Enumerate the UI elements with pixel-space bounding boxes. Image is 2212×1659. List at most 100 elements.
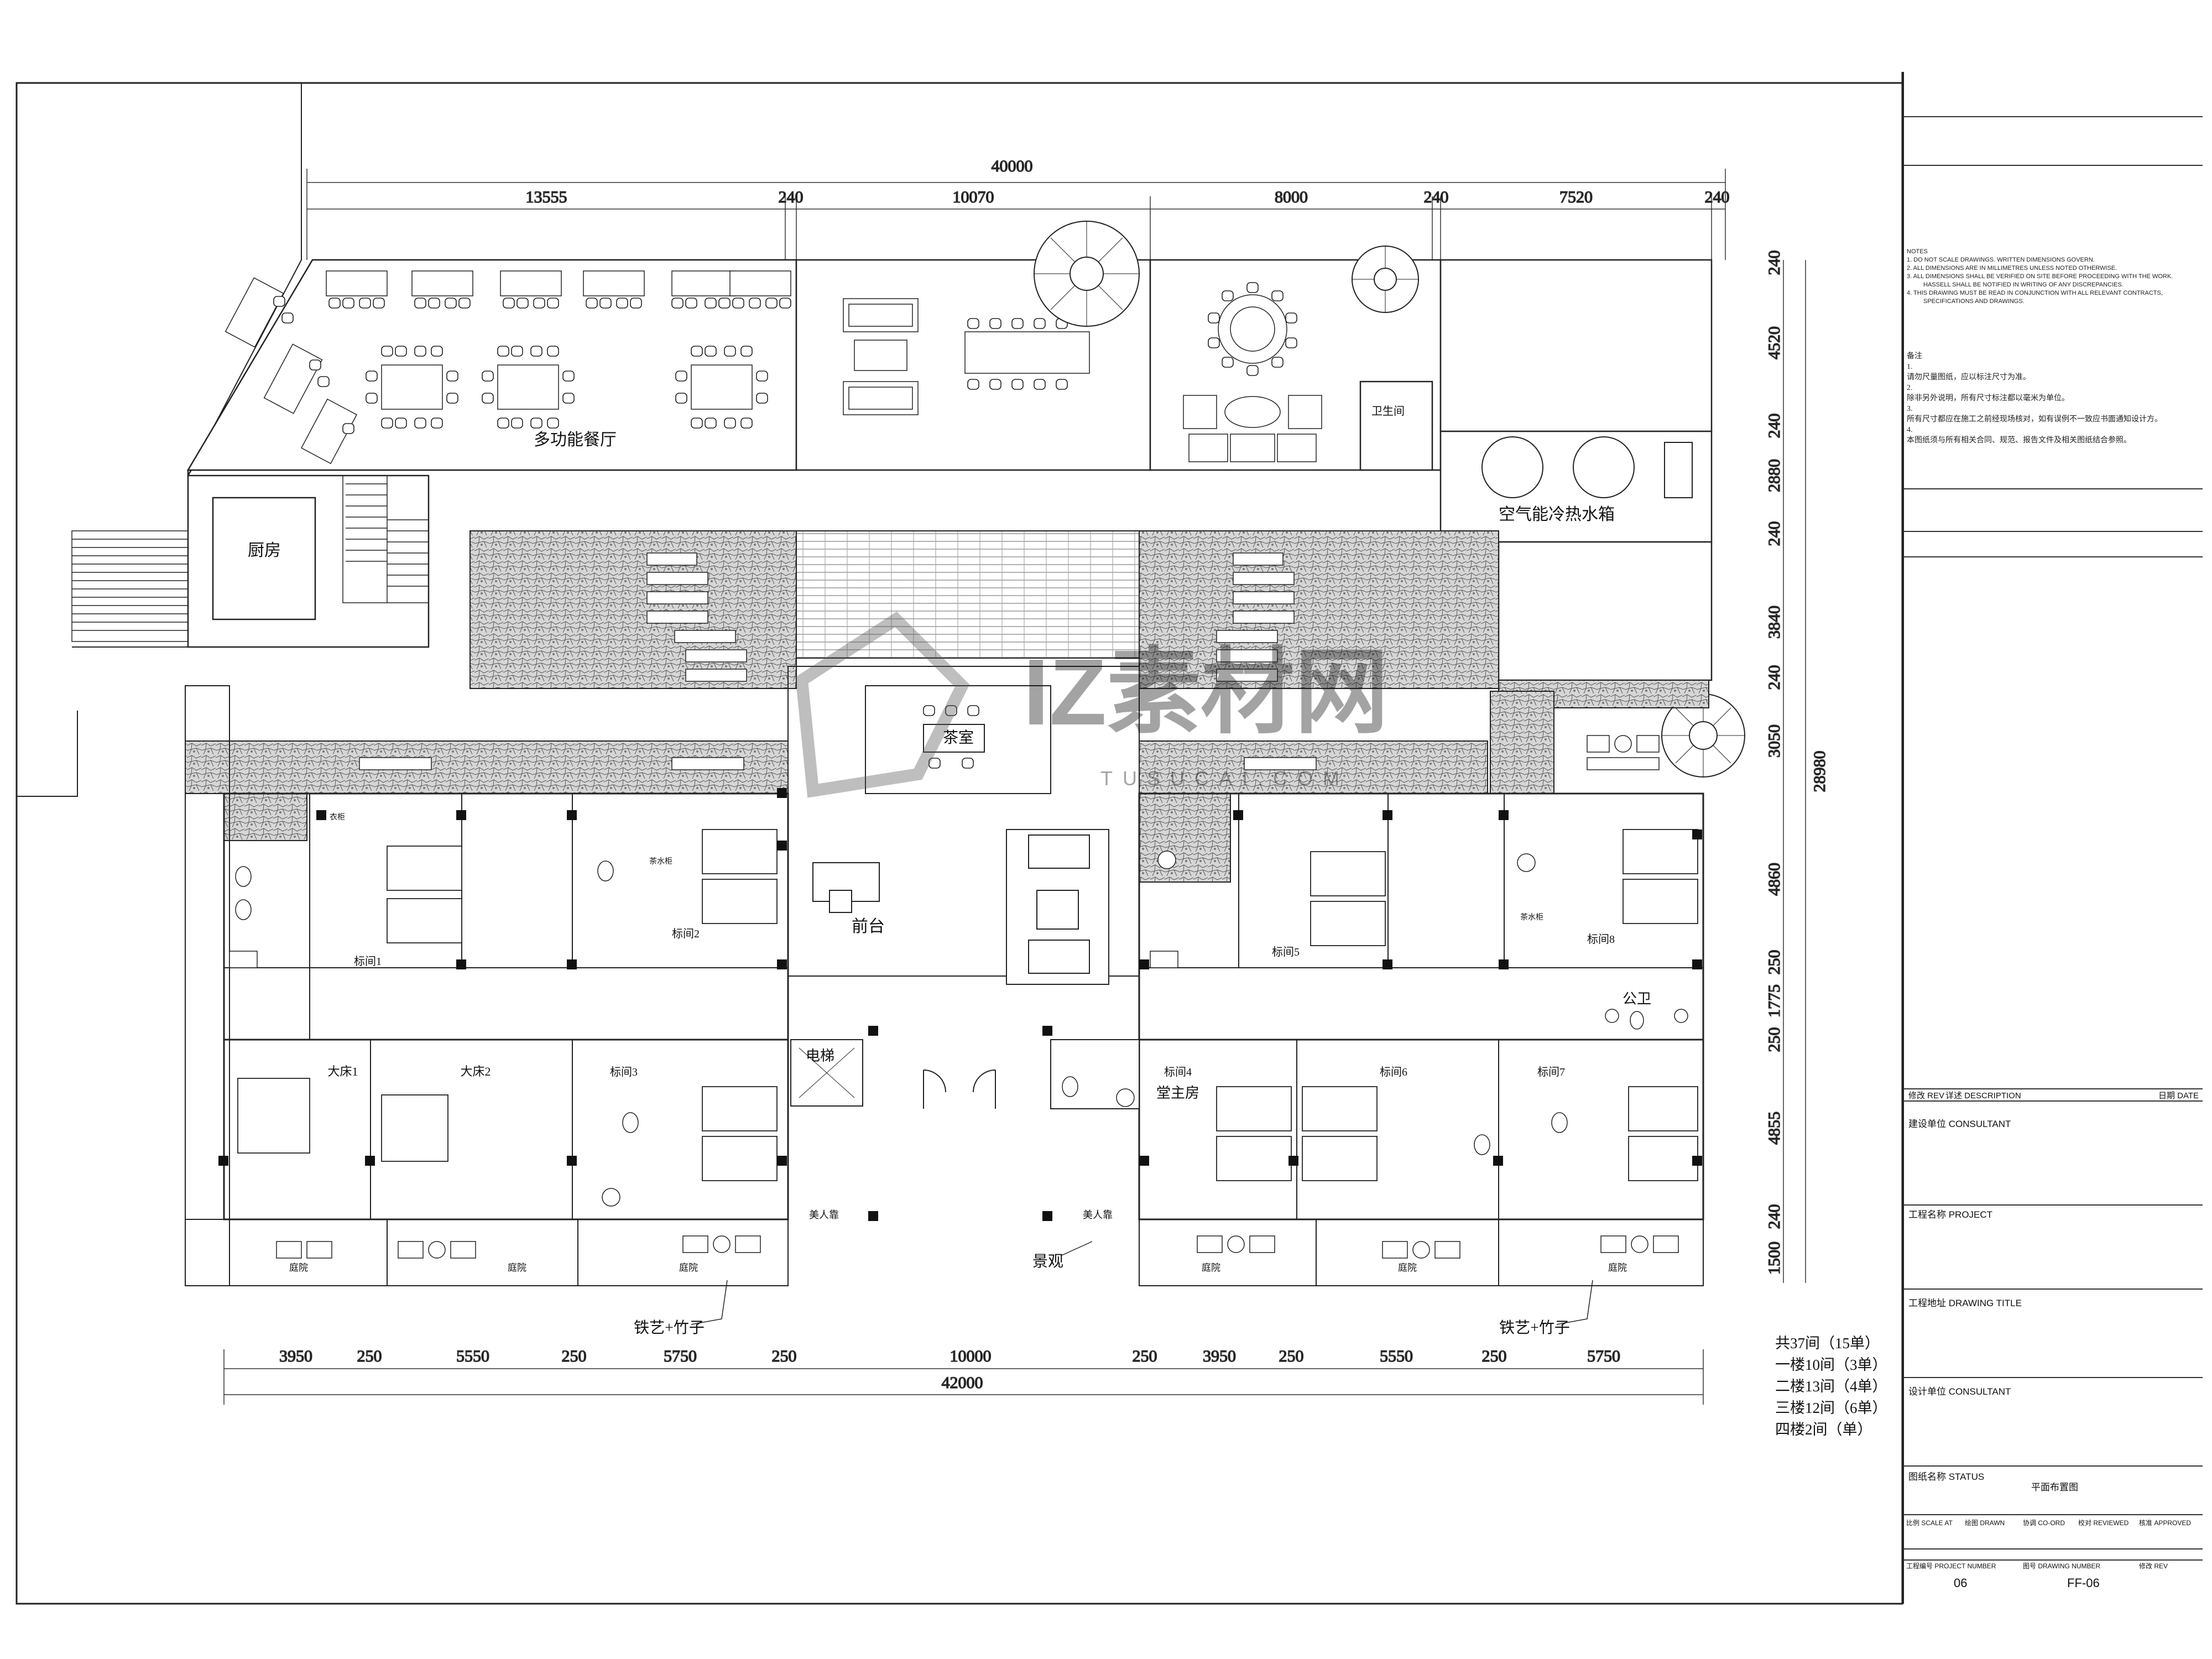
cn-note-3: 2. (1907, 384, 1913, 392)
note-3: 3. ALL DIMENSIONS SHALL BE VERIFIED ON S… (1907, 273, 2173, 288)
courtyard-furniture (276, 735, 1679, 1259)
date-header: 日期 DATE (2158, 1091, 2199, 1100)
double-bed-1 (237, 1078, 310, 1154)
watermark-sub: TUSUCAI.COM (1100, 767, 1349, 790)
dim-right-seg-3: 240 (1765, 414, 1783, 439)
dim-right-seg-5: 240 (1765, 521, 1783, 546)
dim-right-total: 28980 (1811, 751, 1829, 792)
label-wardrobe-1: 衣柜 (330, 813, 345, 822)
label-std6: 标间6 (1380, 1066, 1407, 1078)
label-public-toilet: 公卫 (1623, 991, 1651, 1007)
tree-1 (1034, 221, 1140, 327)
stat-line-5: 四楼2间（单） (1775, 1421, 1872, 1438)
label-big1: 大床1 (327, 1065, 358, 1078)
title-block: 修改 REV 详述 DESCRIPTION 日期 DATE 建设单位 CONSU… (1902, 72, 2203, 1604)
kitchen-counter (212, 497, 316, 620)
label-water-tank: 空气能冷热水箱 (1499, 505, 1615, 524)
dining-tables (225, 270, 791, 465)
courtyard-paving (185, 530, 1709, 883)
dim-bottom-seg-12: 250 (1482, 1347, 1507, 1365)
label-kitchen: 厨房 (248, 541, 281, 560)
dim-right-seg-1: 240 (1765, 251, 1783, 275)
label-dining: 多功能餐厅 (534, 431, 617, 449)
dim-right-seg-15: 1500 (1765, 1241, 1783, 1275)
beds (237, 829, 1698, 1181)
watermark-main: IZ素材网 (1023, 640, 1389, 745)
structural-columns (218, 788, 1702, 1221)
dim-top-seg-5: 240 (1424, 188, 1449, 206)
stat-line-4: 三楼12间（6单） (1775, 1400, 1887, 1416)
dim-bottom-seg-13: 5750 (1587, 1347, 1620, 1365)
cn-note-4: 除非另外说明，所有尺寸标注都以毫米为单位。 (1907, 394, 2069, 403)
cn-note-8: 本图纸须与所有相关合同、规范、报告文件及相关图纸结合参照。 (1907, 436, 2131, 445)
dim-top-seg-1: 13555 (526, 188, 567, 206)
stat-line-1: 共37间（15单） (1775, 1335, 1880, 1352)
dim-bottom-seg-10: 250 (1279, 1347, 1304, 1365)
round-table (1183, 282, 1322, 462)
storage-room (1439, 259, 1713, 432)
consultant-label: 设计单位 CONSULTANT (1908, 1386, 2011, 1397)
label-std8: 标间8 (1587, 933, 1615, 946)
reviewed-label: 校对 REVIEWED (2078, 1519, 2129, 1527)
dim-bottom-seg-1: 3950 (279, 1347, 312, 1365)
label-courtyard-4: 庭院 (1202, 1262, 1220, 1273)
dim-right-seg-11: 1775 (1765, 984, 1783, 1018)
stat-line-2: 一楼10间（3单） (1775, 1357, 1887, 1373)
stepping-stones (359, 552, 1660, 770)
drawing-name: 平面布置图 (2031, 1482, 2078, 1493)
note-1: 1. DO NOT SCALE DRAWINGS. WRITTEN DIMENS… (1907, 257, 2095, 263)
label-courtyard-3: 庭院 (679, 1262, 698, 1273)
status-label: 图纸名称 STATUS (1908, 1472, 1985, 1482)
client-label: 建设单位 CONSULTANT (1908, 1119, 2011, 1129)
dim-right-seg-12: 250 (1765, 1027, 1783, 1052)
label-reception: 前台 (852, 917, 885, 936)
coord-label: 协调 CO-ORD (2023, 1519, 2065, 1527)
notes-block: NOTES 1. DO NOT SCALE DRAWINGS. WRITTEN … (1907, 248, 2194, 306)
project-number: 06 (1954, 1576, 1968, 1590)
dim-bottom-seg-2: 250 (357, 1347, 382, 1365)
label-toilet-top: 卫生间 (1371, 405, 1405, 418)
room-statistics: 共37间（15单） 一楼10间（3单） 二楼13间（4单） 三楼12间（6单） … (1775, 1333, 1887, 1441)
dim-right-seg-9: 4860 (1765, 863, 1783, 896)
leader-lines (691, 1241, 1593, 1325)
label-std1: 标间1 (354, 955, 382, 968)
tree-2 (1352, 246, 1419, 313)
dimension-lines: 40000 42000 28980 13555 240 10070 8000 2… (223, 156, 1829, 1405)
toilet-room (1359, 380, 1433, 471)
label-rest-bench-left: 美人靠 (809, 1209, 839, 1220)
cn-notes-heading: 备注 (1907, 352, 1922, 361)
label-ironwork-left: 铁艺+竹子 (634, 1319, 705, 1337)
stat-line-3: 二楼13间（4单） (1775, 1378, 1887, 1395)
note-4: 4. THIS DRAWING MUST BE READ IN CONJUNCT… (1907, 290, 2163, 305)
label-std3: 标间3 (610, 1066, 638, 1078)
label-rest-bench-right: 美人靠 (1083, 1209, 1113, 1220)
watermark: IZ素材网 TUSUCAI.COM (795, 611, 1389, 798)
double-bed-2 (381, 1094, 448, 1162)
dim-top-seg-2: 240 (779, 188, 804, 206)
label-std4: 标间4 (1164, 1066, 1192, 1078)
dim-bottom-seg-7: 10000 (950, 1347, 992, 1365)
cn-note-2: 请勿尺量图纸，应以标注尺寸为准。 (1907, 373, 2031, 382)
dim-bottom-seg-5: 5750 (664, 1347, 697, 1365)
label-landscape: 景观 (1032, 1253, 1063, 1270)
lounge-furniture (843, 298, 1090, 415)
label-std7: 标间7 (1537, 1066, 1565, 1078)
kitchen-stairs (342, 475, 429, 603)
cn-notes-block: 备注 1. 请勿尺量图纸，应以标注尺寸为准。 2. 除非另外说明，所有尺寸标注都… (1907, 351, 2194, 446)
dim-right-seg-13: 4855 (1765, 1112, 1783, 1145)
label-elevator: 电梯 (806, 1048, 834, 1064)
drawing-number-label: 图号 DRAWING NUMBER (2023, 1562, 2101, 1570)
room-labels: 多功能餐厅 厨房 空气能冷热水箱 卫生间 茶室 前台 电梯 公卫 标间1 标间2… (248, 405, 1651, 1337)
note-2: 2. ALL DIMENSIONS ARE IN MILLIMETRES UNL… (1907, 265, 2117, 272)
dim-top-seg-6: 7520 (1559, 188, 1593, 206)
description-header: 详述 DESCRIPTION (1945, 1091, 2021, 1100)
rev-label: 修改 REV (2139, 1562, 2168, 1570)
cn-note-6: 所有尺寸都应在施工之前经现场核对，如有误例不一致应书面通知设计方。 (1907, 415, 2162, 424)
dim-right-seg-6: 3840 (1765, 606, 1783, 639)
dim-top-total: 40000 (992, 157, 1033, 175)
drawing-number: FF-06 (2067, 1576, 2100, 1590)
project-number-label: 工程编号 PROJECT NUMBER (1906, 1562, 1996, 1570)
exterior-stairs (71, 530, 189, 642)
notes-heading: NOTES (1907, 248, 1928, 255)
